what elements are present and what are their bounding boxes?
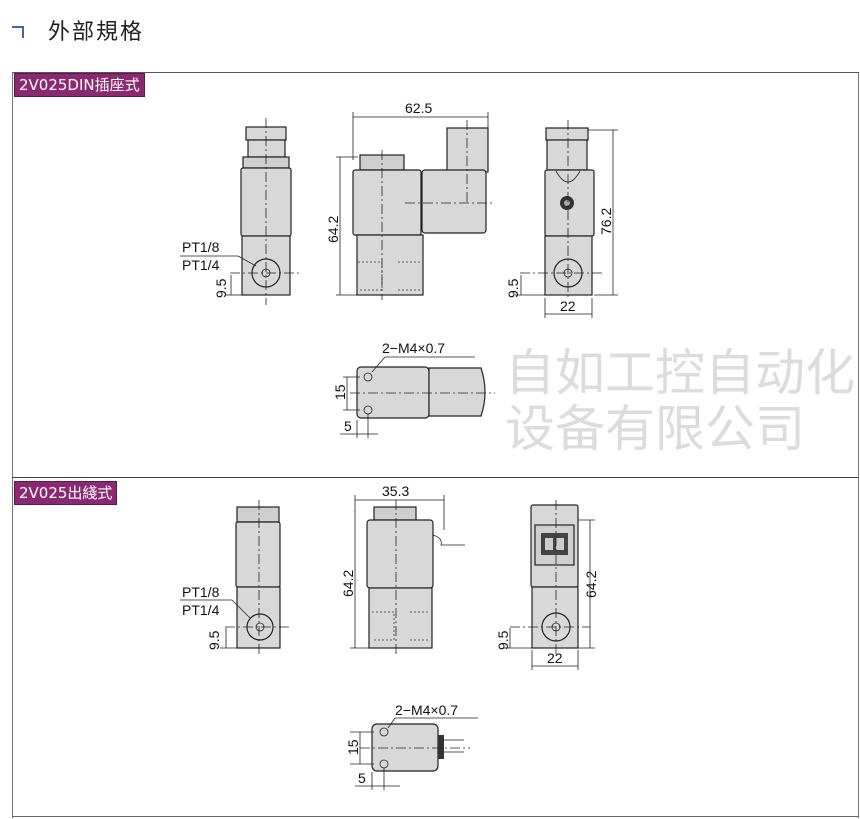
frame-bottom [12,816,858,817]
port-label-lower: PT1/4 [182,257,220,273]
din-bottom-view: 2−M4×0.7 15 5 [332,340,495,438]
dim-port-offset-right: 9.5 [505,278,521,298]
dim-mount-spacing: 15 [345,739,361,755]
dim-mount-edge: 5 [344,418,352,434]
watermark: 自如工控自动化设备有限公司 [505,344,855,458]
wire-end-view: 64.2 22 9.5 [495,500,599,670]
dim-height-mid: 64.2 [340,570,356,597]
port-label-upper: PT1/8 [182,584,220,600]
page-title: 外部規格 [48,20,145,45]
dim-mount-edge: 5 [358,770,366,786]
dim-height-right: 76.2 [598,208,614,235]
mount-hole-label: 2−M4×0.7 [382,340,445,356]
wire-side-view: PT1/8 PT1/4 9.5 [180,500,290,655]
port-label-upper: PT1/8 [182,239,220,255]
dim-width-top: 35.3 [382,483,409,499]
section-divider [12,477,858,478]
dim-width-top: 62.5 [405,100,432,116]
din-side-view: PT1/8 PT1/4 9.5 [180,118,300,305]
dim-height-mid: 64.2 [325,216,341,243]
section-label-din: 2V025DIN插座式 [14,73,145,97]
dim-base-width: 22 [547,650,563,666]
dim-port-offset-left: 9.5 [213,278,229,298]
dim-port-offset-right: 9.5 [495,630,511,650]
dim-base-width: 22 [560,298,576,314]
port-label-lower: PT1/4 [182,602,220,618]
corner-marker-icon [12,26,24,38]
dim-height-right: 64.2 [583,571,599,598]
section-label-wire: 2V025出綫式 [14,481,118,505]
dim-mount-spacing: 15 [332,384,348,400]
wire-bottom-view: 2−M4×0.7 15 5 [345,702,478,790]
wire-front-view: 35.3 64.2 [340,483,465,655]
dim-port-offset-left: 9.5 [206,630,222,650]
din-front-view: 62.5 64.2 [325,100,495,300]
spec-frame [12,72,859,818]
mount-hole-label: 2−M4×0.7 [395,702,458,718]
din-end-view: 76.2 22 9.5 [505,120,618,318]
